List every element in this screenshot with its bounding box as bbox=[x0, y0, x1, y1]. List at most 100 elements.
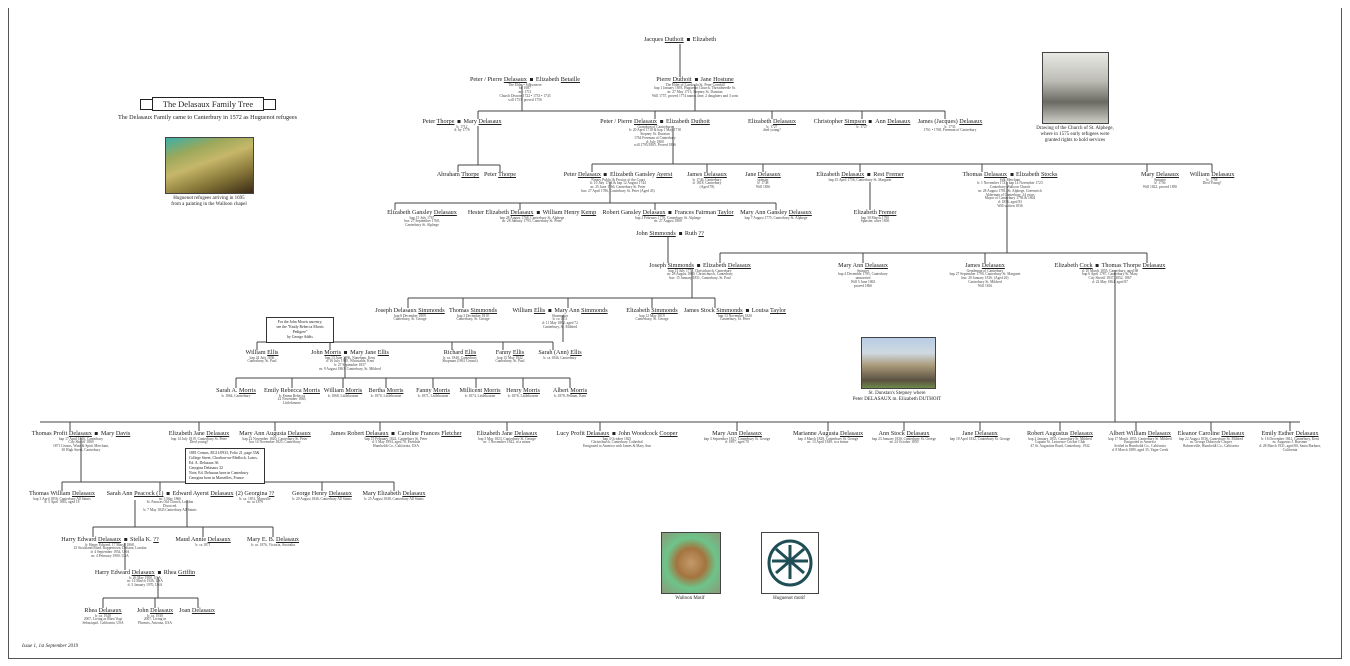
given-name: Mary Elizabeth bbox=[362, 490, 403, 497]
given-name: Joseph bbox=[649, 262, 668, 269]
person-detail: d: 22 May 1864, aged 87 bbox=[1092, 279, 1128, 284]
given-name: James bbox=[687, 171, 704, 178]
note-line: Ed. A. Delasaux 36 bbox=[189, 460, 219, 465]
person-name: Mary Delasaux bbox=[1141, 171, 1179, 179]
given-name: James Stock bbox=[683, 307, 717, 314]
marriage-marker bbox=[548, 309, 552, 313]
person-name: Thomas William Delasaux bbox=[29, 490, 95, 498]
marriage-marker bbox=[678, 232, 682, 236]
person-detail: Shoemaker bbox=[551, 313, 569, 318]
person-node: Peter Thorpe bbox=[484, 171, 516, 179]
marriage-marker bbox=[869, 120, 873, 124]
person-detail: (Aged 78) bbox=[699, 185, 715, 190]
person-detail: d: 1836, aged 83 bbox=[998, 200, 1022, 205]
given-name: Elizabeth bbox=[626, 307, 652, 314]
person-detail: bap 13 November 1820 bbox=[718, 313, 752, 318]
person-detail: bap 4 March 1828, Canterbury St. George bbox=[797, 436, 859, 441]
caption-line: Drawing of the Church of St. Alphege, bbox=[1036, 126, 1114, 131]
surname: Simmonds bbox=[651, 307, 678, 314]
person-name: Sarah A. Morris bbox=[216, 387, 256, 395]
person-name: Thomas Simmonds bbox=[449, 307, 497, 315]
surname: Delasaux bbox=[207, 536, 231, 543]
person-detail: Canterbury, St. Mildred bbox=[542, 324, 578, 329]
person-detail: m: 4 February 1900, USA bbox=[91, 553, 129, 558]
spouse-surname: Cooper bbox=[659, 430, 678, 437]
surname: Thorpe bbox=[461, 171, 480, 178]
person-name: Albert William Delasaux bbox=[1108, 430, 1171, 438]
surname: Delasaux bbox=[864, 262, 888, 269]
given-name: Elizabeth bbox=[748, 118, 773, 125]
person-detail: bap 2 January 1835, Canterbury St. Mildr… bbox=[1028, 436, 1092, 441]
marriage-marker bbox=[124, 538, 128, 542]
spouse-given-name: Stella K. bbox=[130, 536, 154, 543]
marriage-marker bbox=[94, 432, 98, 436]
surname: Cock bbox=[1079, 262, 1093, 269]
person-detail: bap 18 April 1832, Canterbury St. George bbox=[949, 436, 1011, 441]
person-detail: b: 10 July 1744 & bap 12 August 1744 bbox=[590, 181, 646, 186]
surname: Duthoit bbox=[672, 76, 692, 83]
given-name: Thomas Profit bbox=[31, 430, 69, 437]
person-name: Bertha Morris bbox=[368, 387, 404, 395]
person-detail: spinster bbox=[757, 177, 769, 182]
given-name: George Henry bbox=[292, 490, 329, 497]
person-detail: 47 St. Augustine Road, Canterbury, 1942 bbox=[1030, 444, 1090, 449]
person-detail: b: 1868, Littlebourne bbox=[327, 393, 359, 398]
marriage-marker bbox=[603, 173, 607, 177]
surname: Delasaux bbox=[703, 171, 727, 178]
person-detail: m: 27 August 1800 bbox=[654, 219, 682, 224]
census-note: 1881 Census, RG11/0933, Folio 21, page 3… bbox=[185, 448, 265, 484]
caption-line: Peter DELASAUX m. Elizabeth DUTHOIT bbox=[852, 396, 942, 402]
given-name: Bertha bbox=[368, 387, 387, 394]
person-detail: b: ca. 1928 bbox=[95, 613, 111, 618]
given-name: Peter / Pierre bbox=[600, 118, 634, 125]
given-name: Mary Ann bbox=[712, 430, 739, 437]
marriage-marker bbox=[344, 351, 348, 355]
surname: Delasaux bbox=[772, 118, 796, 125]
spouse-given-name: Rhea bbox=[163, 569, 178, 576]
person-name: Emily Rebecca Morris bbox=[264, 387, 320, 395]
person-detail: St. Pancras Old Church, London bbox=[146, 500, 194, 505]
spouse-surname: ?? bbox=[698, 230, 704, 237]
marriage-marker bbox=[660, 120, 664, 124]
marriage-marker bbox=[457, 120, 461, 124]
spouse-surname: Fremer bbox=[885, 171, 904, 178]
person-detail: Died Young? bbox=[1202, 181, 1222, 186]
person-detail: d: 4 September 1954, USA bbox=[90, 550, 130, 555]
person-detail: b: 1870, Littlebourne bbox=[370, 393, 402, 398]
person-detail: d: 8 March 1889, aged 35, Yager Creek bbox=[1111, 447, 1169, 452]
person-detail: mr: 1711 bbox=[518, 90, 532, 95]
person-detail: bap 17 April 1816, Canterbury bbox=[58, 436, 104, 441]
person-name: Elizabeth Jane Delasaux bbox=[169, 430, 229, 438]
marriage-marker bbox=[686, 38, 690, 42]
given-name: Ann Stock bbox=[878, 430, 907, 437]
person-detail: bap 4 December 1785, Canterbury bbox=[838, 272, 888, 277]
given-name: Lucy Profit bbox=[556, 430, 587, 437]
person-detail: b: 26 May 1900, USA bbox=[129, 575, 161, 580]
person-detail: Christchurch, Canterbury Cathedral bbox=[591, 440, 643, 445]
given-name: Mary Ann bbox=[838, 262, 865, 269]
given-name: Peter bbox=[563, 171, 578, 178]
person-detail: b: 1727 bbox=[856, 124, 868, 129]
person-detail: d: 5 January 1970, USA bbox=[127, 583, 163, 588]
person-detail: bap 12 May 1819 bbox=[639, 313, 665, 318]
